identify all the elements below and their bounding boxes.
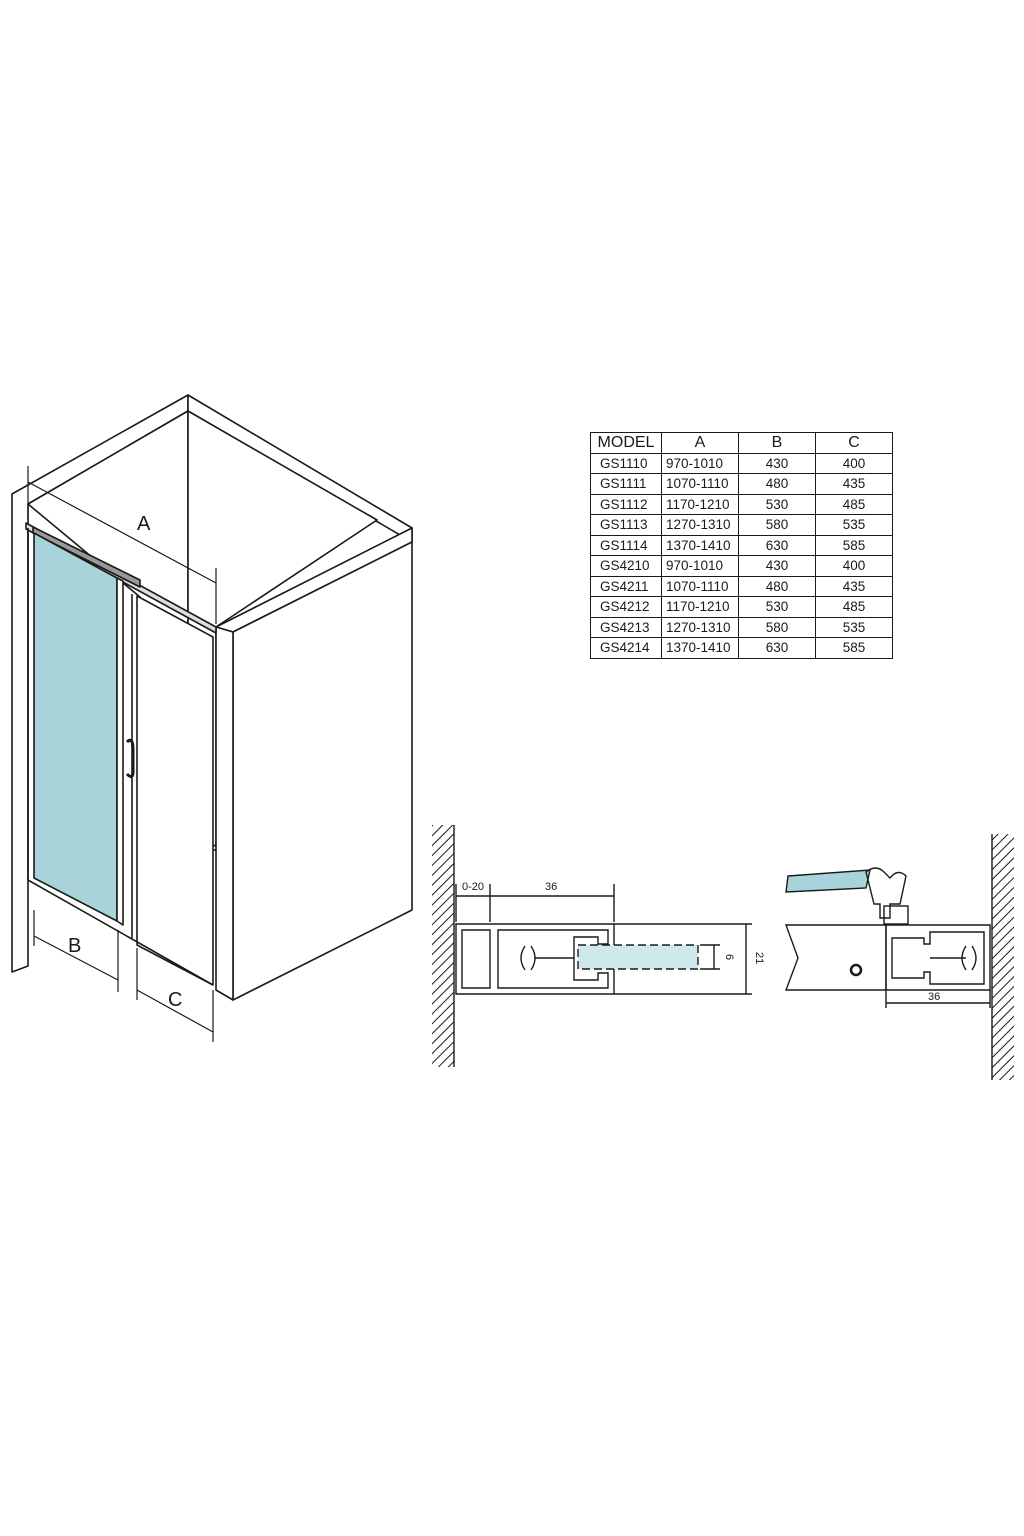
dim-label-6: 6 bbox=[723, 954, 735, 960]
cell-a: 970-1010 bbox=[661, 555, 739, 577]
profile-slot bbox=[520, 945, 536, 971]
dim-label-b: B bbox=[68, 935, 81, 957]
cell-c: 485 bbox=[815, 596, 893, 618]
dim-line-b bbox=[33, 935, 119, 981]
cell-b: 630 bbox=[738, 534, 816, 556]
dim-label-a: A bbox=[137, 513, 151, 535]
dim-label-21: 21 bbox=[753, 952, 765, 964]
cell-c: 585 bbox=[815, 637, 893, 659]
cell-c: 400 bbox=[815, 452, 893, 474]
cell-b: 530 bbox=[738, 493, 816, 515]
bottom-guide bbox=[27, 879, 214, 986]
cell-model: GS4213 bbox=[590, 616, 662, 638]
header-model: MODEL bbox=[590, 432, 662, 454]
section-left-detail bbox=[432, 825, 752, 1067]
shower-perspective-view bbox=[11, 394, 413, 1001]
cell-model: GS1114 bbox=[590, 534, 662, 556]
cell-b: 430 bbox=[738, 452, 816, 474]
header-a: A bbox=[661, 432, 739, 454]
cell-b: 580 bbox=[738, 616, 816, 638]
wall-right-hatch bbox=[992, 834, 1014, 1080]
section-right-detail bbox=[784, 834, 1014, 1080]
seal-post bbox=[883, 905, 909, 925]
cell-a: 1370-1410 bbox=[661, 534, 739, 556]
cell-model: GS1110 bbox=[590, 452, 662, 474]
enclosure-right-wall-edge bbox=[215, 626, 234, 1001]
rail-cover bbox=[32, 526, 141, 588]
cell-b: 580 bbox=[738, 514, 816, 536]
dim-label-36-left: 36 bbox=[545, 881, 557, 893]
dim-label-0-20: 0-20 bbox=[462, 881, 484, 893]
cell-a: 1170-1210 bbox=[661, 493, 739, 515]
cell-c: 400 bbox=[815, 555, 893, 577]
profile-screw-hole bbox=[849, 963, 863, 977]
sliding-glass-door bbox=[33, 532, 118, 922]
cell-b: 480 bbox=[738, 575, 816, 597]
glass-section-right bbox=[784, 924, 887, 991]
cell-b: 430 bbox=[738, 555, 816, 577]
door-glass-edge bbox=[785, 869, 871, 893]
cell-a: 1370-1410 bbox=[661, 637, 739, 659]
cell-c: 535 bbox=[815, 616, 893, 638]
cell-c: 435 bbox=[815, 575, 893, 597]
cell-c: 435 bbox=[815, 473, 893, 495]
cell-c: 485 bbox=[815, 493, 893, 515]
cell-a: 970-1010 bbox=[661, 452, 739, 474]
wall-left-hatch bbox=[432, 825, 454, 1067]
wall-profile-inner bbox=[461, 929, 491, 989]
fixed-glass-panel bbox=[136, 595, 214, 986]
header-c: C bbox=[815, 432, 893, 454]
table-header-row: MODEL A B C bbox=[590, 432, 893, 454]
glass-section-left bbox=[577, 944, 699, 970]
cell-model: GS4214 bbox=[590, 637, 662, 659]
magnetic-seal bbox=[865, 867, 907, 919]
dim-label-36-right: 36 bbox=[928, 991, 940, 1003]
perspective-dimensions bbox=[27, 466, 217, 1042]
cell-c: 585 bbox=[815, 534, 893, 556]
cell-a: 1170-1210 bbox=[661, 596, 739, 618]
door-handle bbox=[125, 738, 135, 779]
cell-model: GS1111 bbox=[590, 473, 662, 495]
cell-a: 1070-1110 bbox=[661, 473, 739, 495]
cell-b: 480 bbox=[738, 473, 816, 495]
profile-right-channel bbox=[891, 931, 985, 985]
cell-c: 535 bbox=[815, 514, 893, 536]
header-b: B bbox=[738, 432, 816, 454]
cell-model: GS4211 bbox=[590, 575, 662, 597]
dim-label-c: C bbox=[168, 989, 182, 1011]
cell-a: 1270-1310 bbox=[661, 616, 739, 638]
profile-channel bbox=[497, 929, 609, 989]
cell-b: 530 bbox=[738, 596, 816, 618]
cell-a: 1070-1110 bbox=[661, 575, 739, 597]
cell-model: GS1113 bbox=[590, 514, 662, 536]
cell-b: 630 bbox=[738, 637, 816, 659]
cell-model: GS4210 bbox=[590, 555, 662, 577]
cell-model: GS4212 bbox=[590, 596, 662, 618]
dim-line-a bbox=[27, 481, 217, 584]
door-frame-edge bbox=[116, 577, 124, 926]
dim-line-c bbox=[136, 989, 214, 1033]
cell-model: GS1112 bbox=[590, 493, 662, 515]
cell-a: 1270-1310 bbox=[661, 514, 739, 536]
